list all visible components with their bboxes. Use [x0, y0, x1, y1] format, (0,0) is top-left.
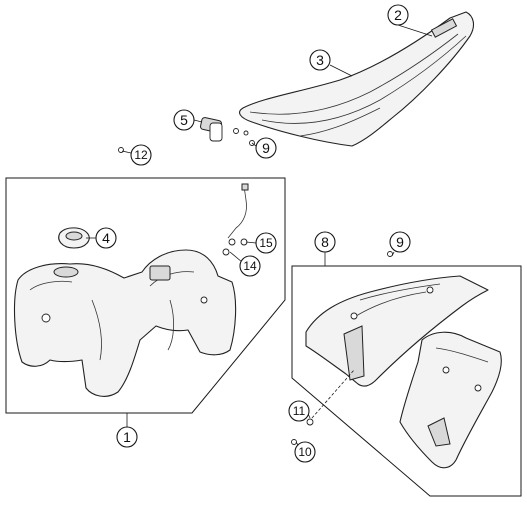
callout-12-label: 12 — [134, 148, 148, 162]
nut-10 — [291, 439, 297, 445]
callout-2: 2 — [387, 4, 409, 26]
callout-9-right: 9 — [389, 231, 411, 253]
callout-9-top-label: 9 — [262, 140, 270, 156]
leader-14 — [229, 251, 243, 263]
callout-8-label: 8 — [321, 234, 329, 250]
callout-1-label: 1 — [123, 429, 131, 445]
fuel-pump-assembly — [58, 227, 90, 249]
callout-5-label: 5 — [180, 112, 188, 128]
callout-8: 8 — [314, 231, 336, 253]
callout-11: 11 — [288, 400, 310, 422]
callout-10-label: 10 — [298, 445, 312, 459]
leader-2 — [397, 24, 433, 37]
spoiler-right — [399, 331, 502, 469]
spoiler-group-frame — [291, 265, 522, 497]
leader-3 — [329, 64, 353, 77]
tank-group-frame — [5, 177, 286, 414]
leader-5 — [193, 119, 203, 123]
callout-2-label: 2 — [394, 7, 402, 23]
callout-9-right-label: 9 — [396, 234, 404, 250]
callout-11-label: 11 — [293, 404, 306, 418]
screw-9-right — [387, 251, 393, 257]
leader-12 — [121, 150, 132, 154]
washer-11 — [306, 418, 314, 426]
seat — [239, 11, 475, 147]
callout-3: 3 — [309, 49, 331, 71]
spoiler-left — [305, 275, 489, 387]
callout-3-label: 3 — [316, 52, 324, 68]
fuel-cap-lock — [200, 117, 249, 142]
callout-9-top: 9 — [255, 137, 277, 159]
leader-9b — [391, 251, 395, 257]
leader-spoiler-dash — [311, 369, 355, 419]
callout-4-label: 4 — [102, 230, 110, 246]
callout-15-label: 15 — [259, 236, 273, 250]
callout-1: 1 — [116, 426, 138, 448]
screw-12 — [118, 147, 124, 153]
callout-14: 14 — [239, 255, 261, 277]
leader-15 — [245, 241, 257, 244]
leader-9a — [251, 142, 257, 147]
callout-12: 12 — [130, 144, 152, 166]
callout-5: 5 — [173, 109, 195, 131]
callout-4: 4 — [95, 227, 117, 249]
callout-14-label: 14 — [243, 259, 257, 273]
fuel-tank — [13, 249, 237, 397]
callout-10: 10 — [294, 441, 316, 463]
fuel-hose — [222, 183, 249, 256]
callout-15: 15 — [255, 232, 277, 254]
